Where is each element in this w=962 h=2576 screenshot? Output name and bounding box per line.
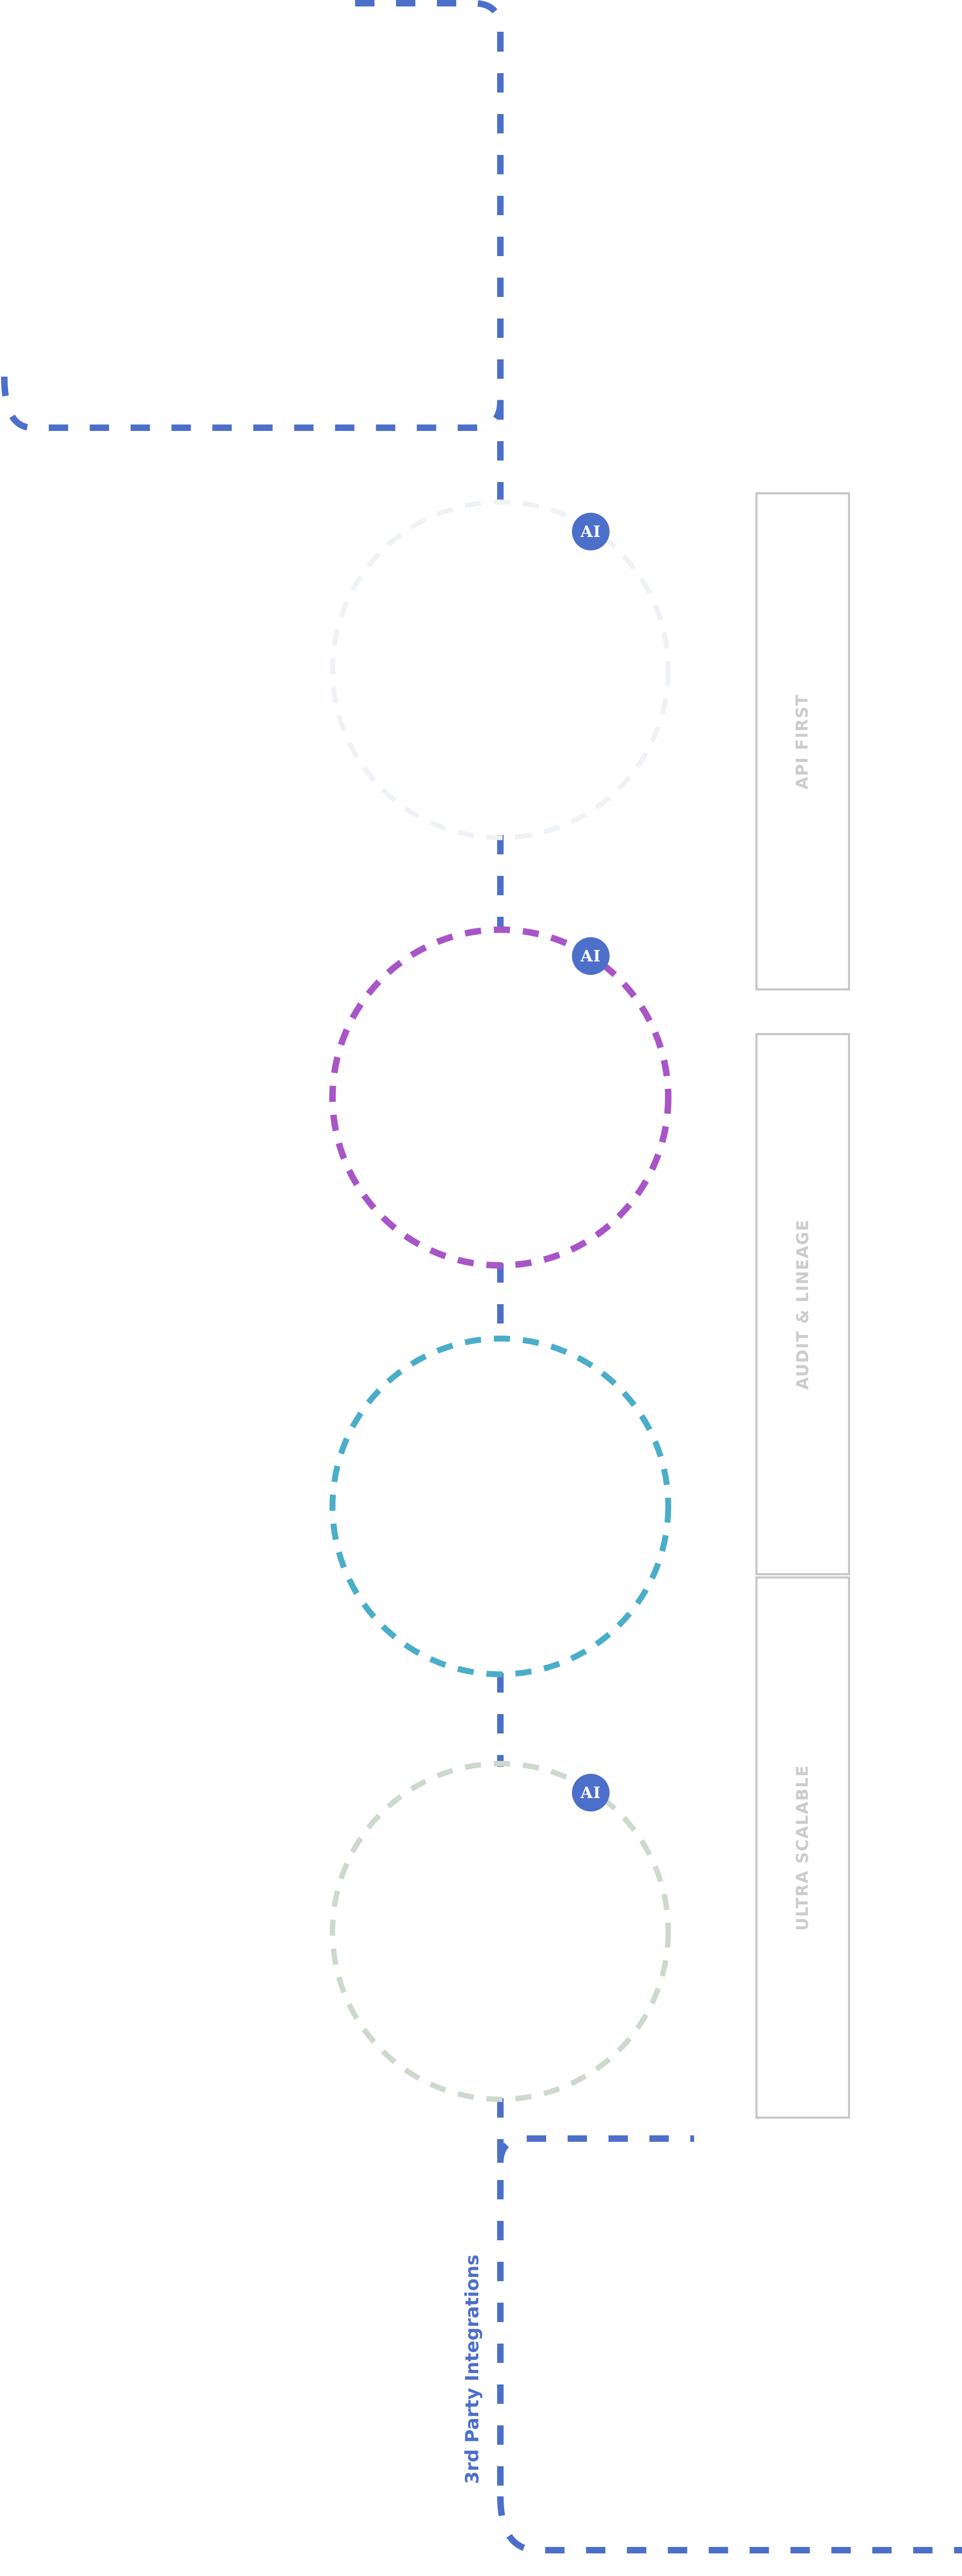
ai-badge-label: AI [580,522,602,541]
pillar-label-audit-lineage: AUDIT & LINEAGE [793,1219,812,1390]
ai-badge-label: AI [580,947,602,965]
top-horizontal-branch [355,0,504,65]
pillar-audit-lineage[interactable]: AUDIT & LINEAGE [755,1033,850,1575]
caption-text: 3rd Party Integrations [462,2254,483,2485]
pillar-label-ultra-scalable: ULTRA SCALABLE [793,1764,812,1931]
node-ring-3[interactable] [329,1335,671,1678]
ai-badge-label: AI [580,1784,602,1802]
pillar-api-first[interactable]: API FIRST [755,492,850,990]
node-ring-2[interactable] [329,926,671,1269]
integrations-right-branch [497,2135,694,2163]
node-ring-4[interactable] [330,1761,671,2102]
pillar-ultra-scalable[interactable]: ULTRA SCALABLE [755,1576,850,2119]
bottom-right-branch [497,2496,962,2553]
ai-badge-node-1[interactable]: AI [572,513,610,550]
caption-third-party-integrations: 3rd Party Integrations [462,2255,483,2485]
ai-badge-node-4[interactable]: AI [572,1774,610,1811]
pillar-label-api-first: API FIRST [793,693,812,789]
ai-badge-node-2[interactable]: AI [572,937,610,975]
node-ring-1[interactable] [330,499,671,840]
